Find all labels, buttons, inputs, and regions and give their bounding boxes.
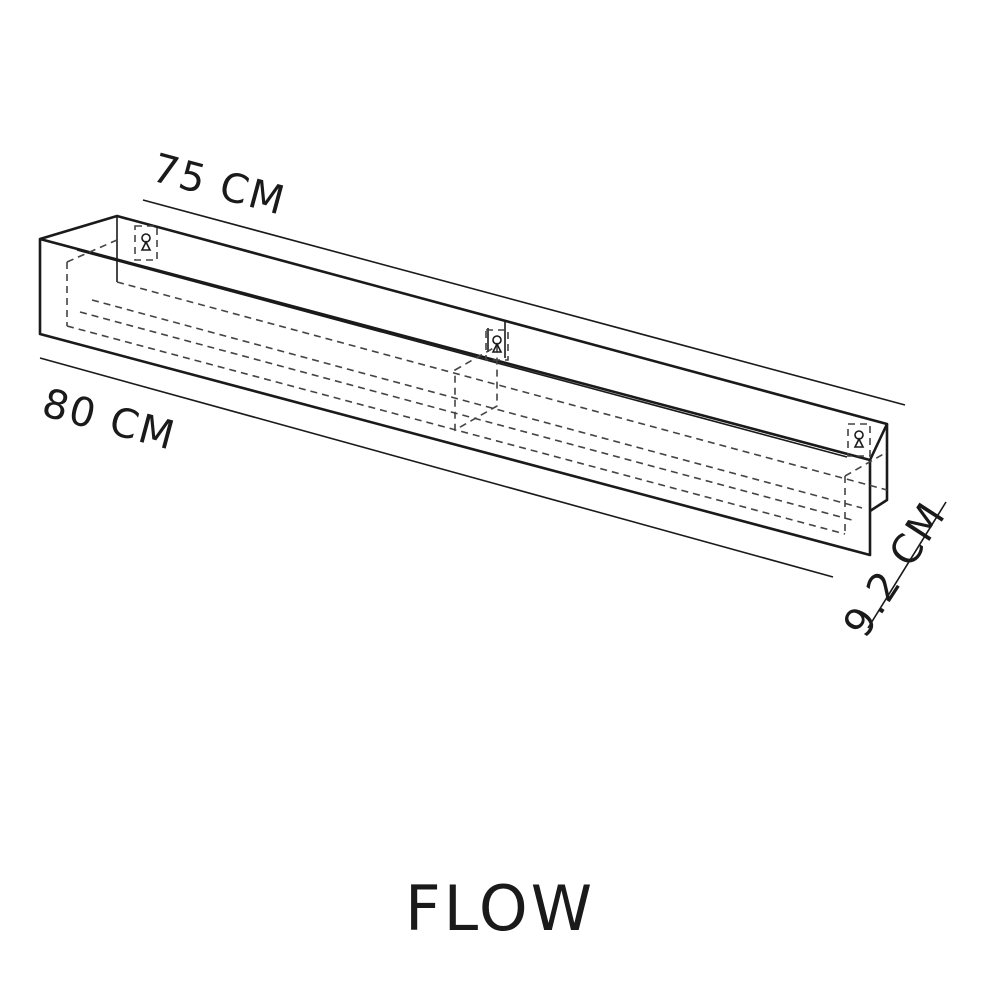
hidden-bottom-back <box>116 281 888 491</box>
hidden-left-diag <box>66 239 118 263</box>
dim-label-depth: 9.2 CM <box>835 494 956 646</box>
box-top-edge <box>39 214 889 461</box>
hidden-right-diag <box>844 451 888 477</box>
hidden-base-line-2 <box>79 311 853 521</box>
bracket-left-icon <box>134 225 158 261</box>
dim-line-75cm <box>142 199 906 406</box>
dim-line-9-2cm <box>867 501 947 629</box>
dim-line-80cm <box>39 357 834 578</box>
dim-label-outer-length: 80 CM <box>37 380 180 460</box>
product-name: FLOW <box>404 872 596 945</box>
hidden-base-line-1 <box>91 299 863 509</box>
dim-label-inner-length: 75 CM <box>147 145 290 225</box>
front-panel <box>38 237 872 557</box>
bracket-right-icon <box>847 423 871 457</box>
bracket-middle-icon <box>485 329 509 361</box>
box-right-side <box>869 424 889 513</box>
box-inner-top-edge <box>76 249 848 458</box>
hidden-middle-divider <box>454 344 498 432</box>
hidden-bottom-front <box>66 325 846 535</box>
